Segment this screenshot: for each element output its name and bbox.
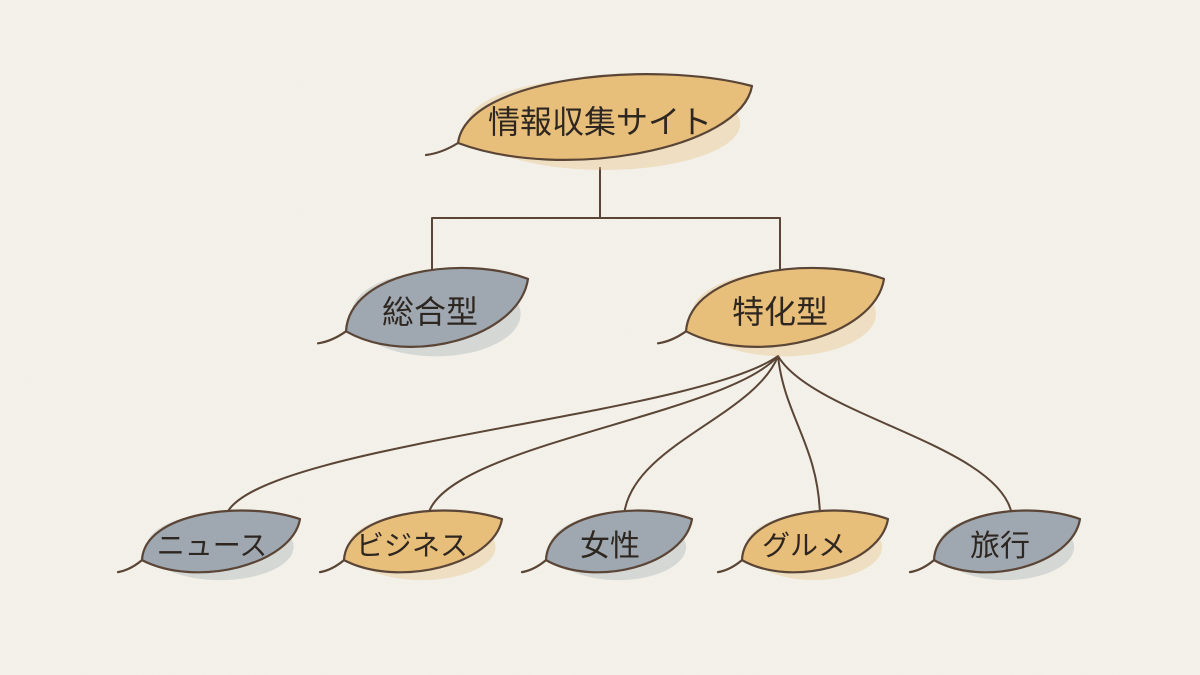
- leaf-news-body: [140, 509, 302, 574]
- leaf-gourmet: グルメ: [716, 509, 890, 581]
- leaf-news: ニュース: [116, 509, 302, 581]
- leaf-business-body: [342, 509, 504, 574]
- leaf-business-label: ビジネス: [356, 529, 468, 562]
- edge-specialized-to-women: [623, 355, 779, 516]
- leaf-business: ビジネス: [318, 509, 504, 581]
- leaf-women: 女性: [520, 509, 694, 581]
- leaf-specialized-body: [684, 266, 886, 348]
- edge-root-to-specialized: [599, 167, 781, 277]
- leaf-root-stem: [424, 141, 460, 157]
- leaf-gourmet-stem: [716, 559, 744, 574]
- leaf-gourmet-body: [740, 509, 890, 574]
- leaf-root: 情報収集サイト: [424, 73, 754, 170]
- leaf-root-label: 情報収集サイト: [488, 103, 712, 141]
- leaf-women-body: [544, 509, 694, 574]
- leaf-general: 総合型: [316, 266, 530, 357]
- leaf-general-stem: [316, 330, 348, 345]
- edge-specialized-to-gourmet: [777, 355, 821, 516]
- leaf-gourmet-label: グルメ: [762, 529, 846, 562]
- leaf-general-label: 総合型: [382, 293, 478, 331]
- leaf-business-stem: [318, 559, 346, 574]
- edge-specialized-to-news: [225, 355, 779, 516]
- leaf-general-body: [344, 266, 530, 348]
- leaf-root-body: [456, 73, 754, 161]
- leaf-specialized-stem: [656, 330, 688, 345]
- leaf-travel-label: 旅行: [970, 529, 1030, 564]
- leaf-women-stem: [520, 559, 548, 574]
- edge-specialized-to-business: [427, 355, 779, 516]
- leaf-women-label: 女性: [580, 529, 640, 564]
- leaf-travel-body: [932, 509, 1082, 574]
- leaf-specialized: 特化型: [656, 266, 886, 357]
- edge-specialized-to-travel: [777, 355, 1013, 516]
- leaf-travel-stem: [908, 559, 936, 574]
- leaf-news-label: ニュース: [157, 529, 268, 562]
- leaf-news-stem: [116, 559, 144, 574]
- leaf-specialized-label: 特化型: [732, 293, 828, 331]
- connector-lines: [225, 167, 1013, 516]
- leaf-travel: 旅行: [908, 509, 1082, 581]
